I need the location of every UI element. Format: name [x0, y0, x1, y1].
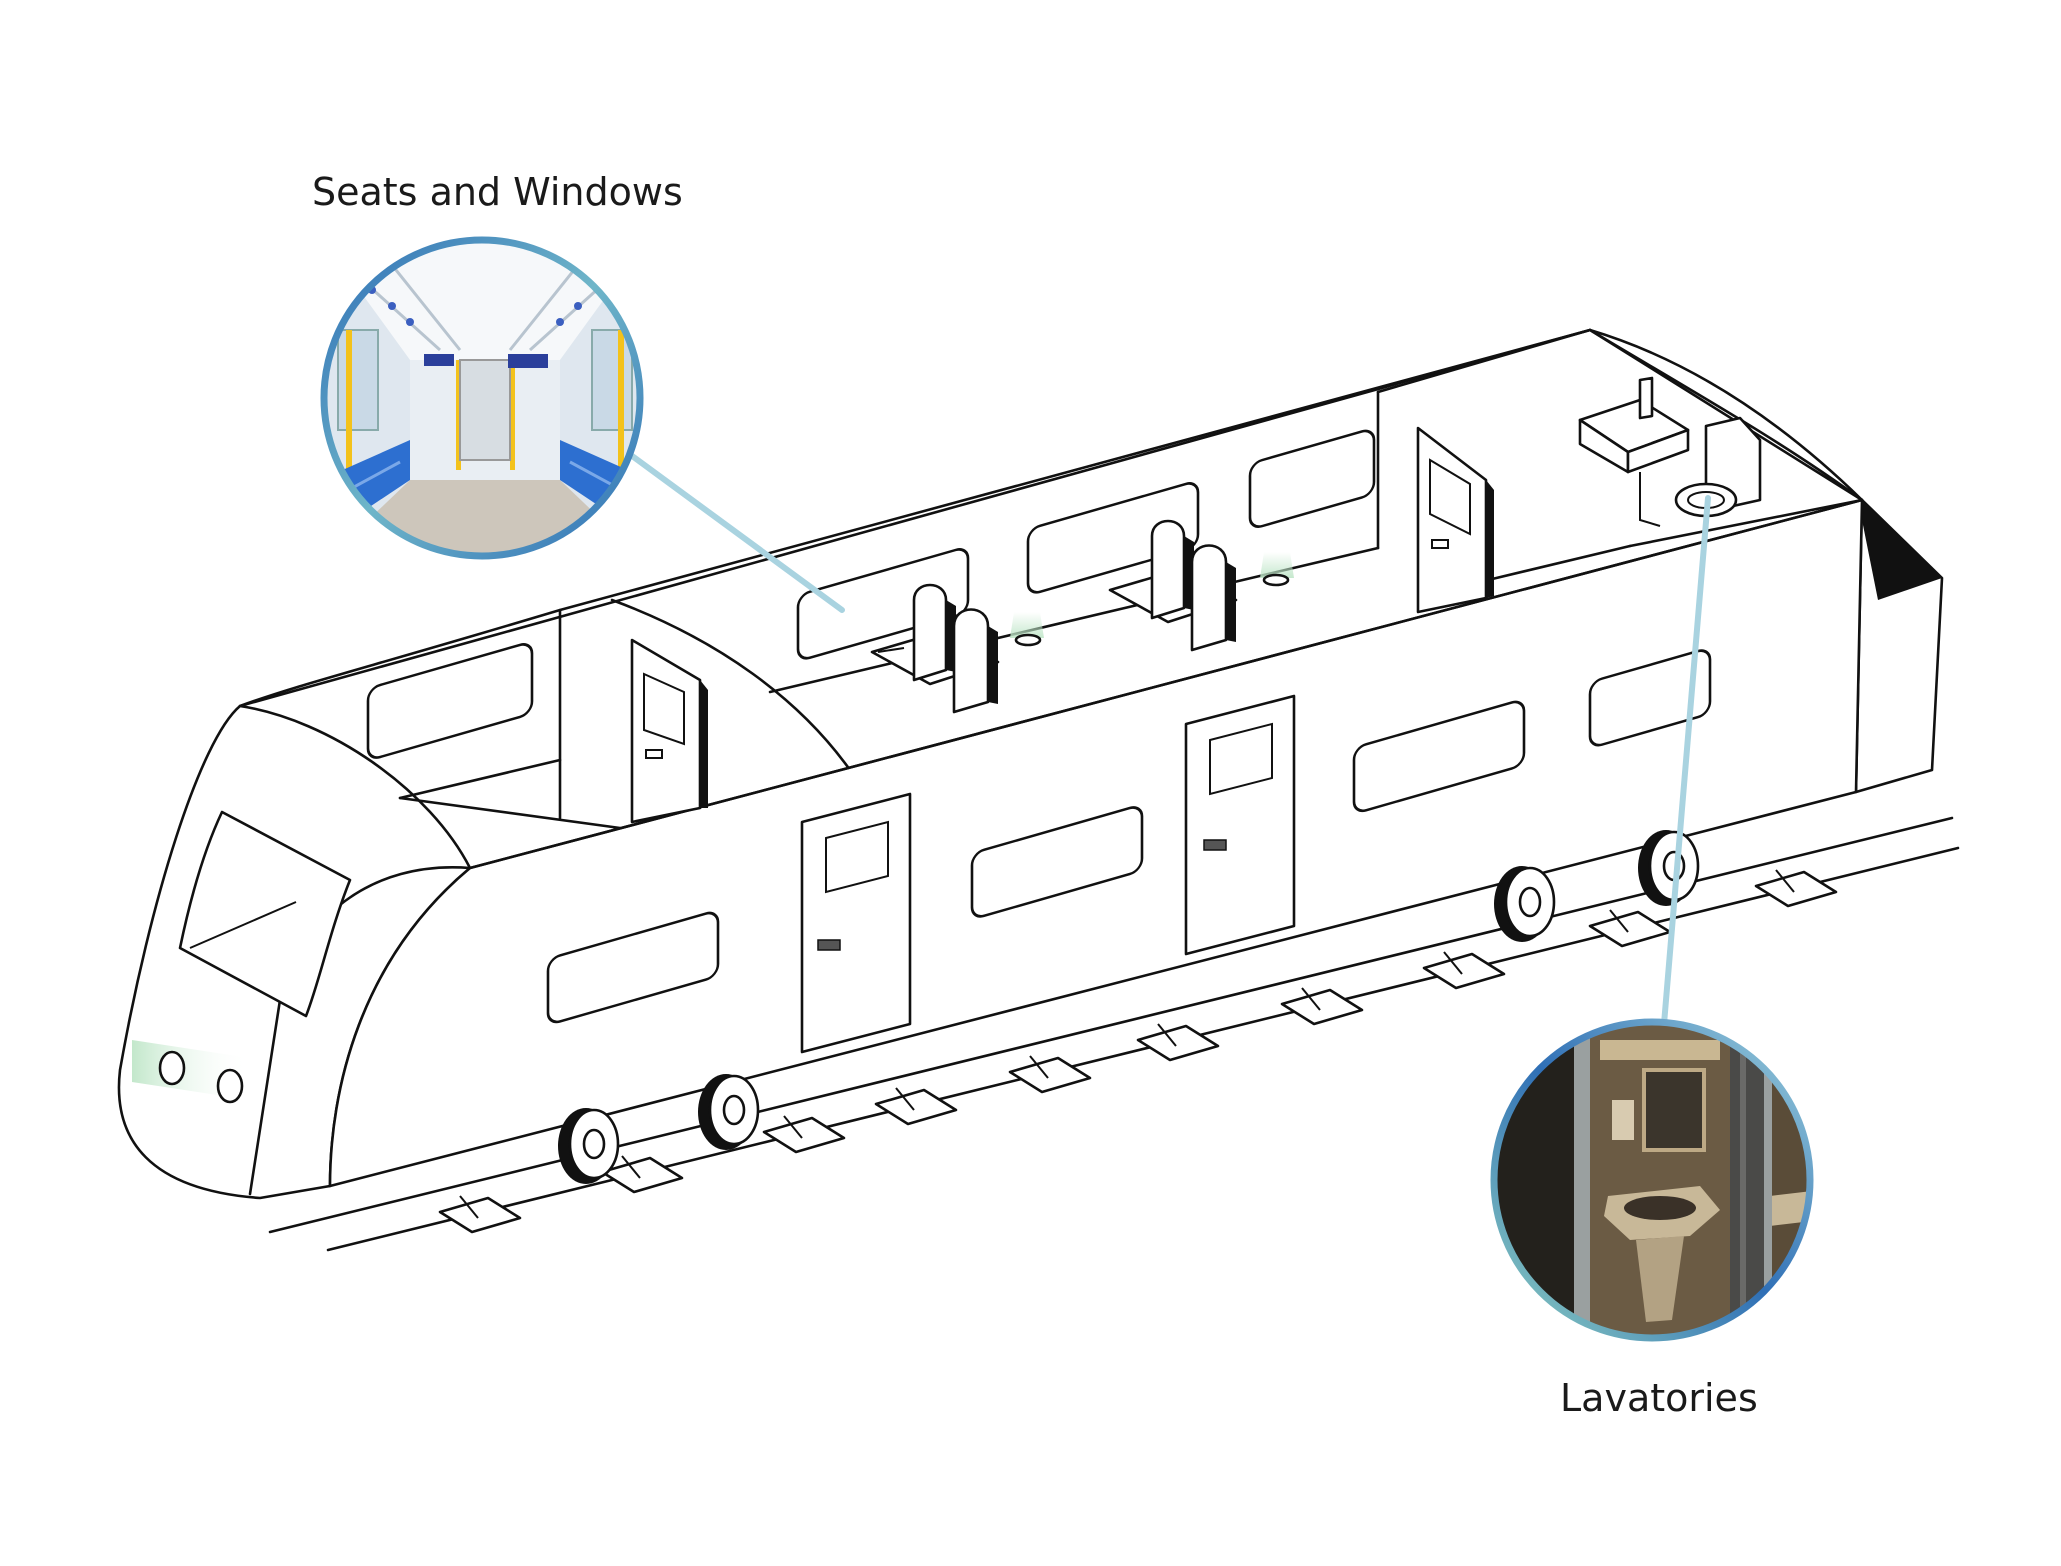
side-window	[546, 911, 720, 1024]
lavatory-fixtures	[1578, 376, 1762, 527]
exterior-door-2	[1184, 694, 1296, 956]
wheel-1	[558, 1108, 620, 1184]
exterior-door-1	[800, 792, 912, 1054]
seats-leader-line	[621, 447, 845, 613]
ceiling-light-glow	[1010, 612, 1044, 638]
seats-photo-callout	[320, 236, 644, 560]
seat-pair-1	[870, 583, 1000, 714]
rail-sleepers	[438, 870, 1838, 1234]
exterior-side	[546, 649, 1712, 1054]
wheel-2	[698, 1074, 760, 1150]
lavatory-photo-callout	[1490, 1018, 1814, 1342]
interior-door-1	[630, 638, 708, 824]
ceiling-light-1	[1014, 633, 1042, 647]
seats-and-windows-label: Seats and Windows	[312, 170, 683, 214]
wheel-4	[1638, 830, 1700, 906]
interior-door-2	[1416, 426, 1494, 614]
ceiling-light-2	[1262, 573, 1290, 587]
seat-pair-2	[1108, 519, 1238, 652]
wheel-3	[1494, 866, 1556, 942]
headlight-right	[216, 1068, 244, 1104]
railway-track	[268, 816, 1960, 1252]
interior	[366, 376, 1762, 824]
lavatories-leader-line	[1661, 495, 1711, 1027]
headlight-left	[158, 1050, 186, 1086]
lavatories-label: Lavatories	[1560, 1376, 1758, 1420]
